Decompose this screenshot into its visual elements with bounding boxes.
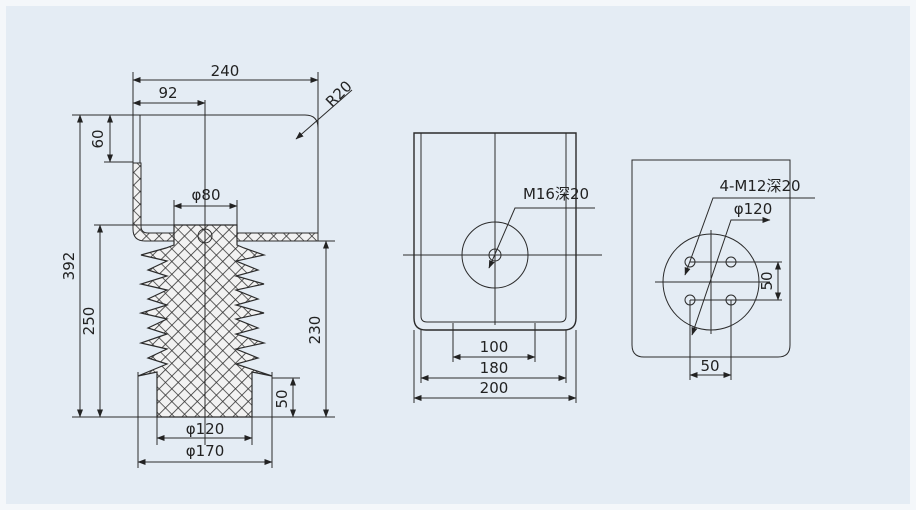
dim-phi170: φ170 [186, 442, 225, 460]
dim-240: 240 [211, 62, 240, 80]
dim-92: 92 [158, 84, 177, 102]
dim-200: 200 [480, 379, 509, 397]
dim-phi80: φ80 [192, 186, 221, 204]
dim-phi120: φ120 [734, 200, 773, 218]
mount-face [461, 221, 529, 289]
dim-392: 392 [60, 252, 78, 281]
thread-hole [488, 248, 502, 262]
base-outline [631, 159, 791, 358]
circle-leader [691, 217, 771, 336]
dim-100: 100 [480, 338, 509, 356]
extension-lines [72, 72, 335, 468]
dim-230: 230 [306, 316, 324, 345]
outer-outline [413, 132, 577, 331]
dim-50-vertical: 50 [758, 271, 776, 290]
bracket-plate [132, 162, 319, 242]
top-view: M16深20 100 180 200 [403, 132, 602, 403]
thread-leader [488, 207, 595, 269]
dim-180: 180 [480, 359, 509, 377]
radius-leader [295, 89, 353, 140]
thread-label: 4-M12深20 [719, 177, 800, 195]
dim-60: 60 [89, 129, 107, 148]
bottom-view: 4-M12深20 φ120 50 50 [631, 159, 815, 380]
side-view: 240 92 R20 392 60 250 230 50 φ80 φ120 φ1… [60, 62, 356, 468]
inner-outline [420, 133, 567, 323]
thread-label: M16深20 [523, 185, 589, 203]
dim-50: 50 [273, 389, 291, 408]
extension-lines [413, 323, 577, 403]
dim-phi120: φ120 [186, 420, 225, 438]
dim-250: 250 [80, 307, 98, 336]
dim-50-horizontal: 50 [700, 357, 719, 375]
